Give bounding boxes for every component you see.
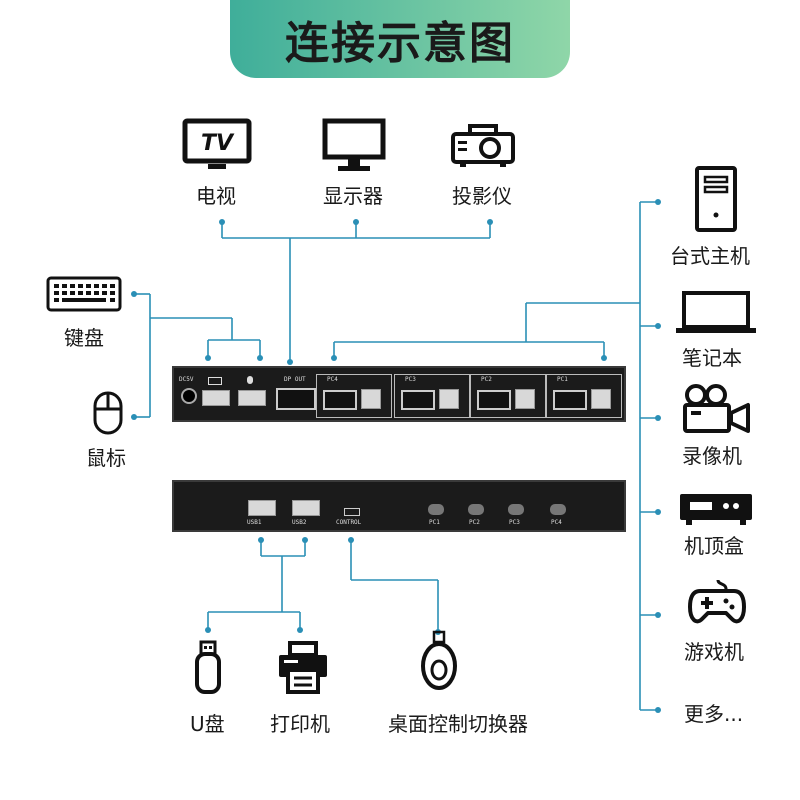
- pc-port-group-2: PC2: [470, 374, 546, 418]
- kvm-rear-panel: DC5V DP OUT PC4 PC3 PC2 PC1: [172, 366, 626, 422]
- pc-port-group-4: PC4: [316, 374, 392, 418]
- output-label-projector: 投影仪: [452, 184, 512, 208]
- source-label-laptop: 笔记本: [682, 346, 742, 370]
- keyboard-icon: [46, 276, 122, 316]
- pc3-button-label: PC3: [509, 519, 520, 526]
- output-label-tv: 电视: [196, 184, 236, 208]
- mouse-port-icon: [247, 376, 253, 384]
- mouse-icon: [92, 390, 124, 440]
- pc1-button[interactable]: [428, 504, 444, 515]
- pc2-button-label: PC2: [469, 519, 480, 526]
- usb1-label: USB1: [247, 519, 262, 526]
- rear-usb-port-keyboard: [202, 390, 230, 406]
- dc-jack: [181, 388, 197, 404]
- pc4-button[interactable]: [550, 504, 566, 515]
- laptop-icon: [674, 290, 758, 340]
- peripheral-label-mouse: 鼠标: [86, 446, 126, 470]
- source-label-more: 更多...: [684, 702, 744, 726]
- source-label-game-console: 游戏机: [684, 640, 744, 664]
- pc4-button-label: PC4: [551, 519, 562, 526]
- usb-device-label-printer: 打印机: [270, 712, 330, 736]
- front-usb-port-1: [248, 500, 276, 516]
- dp-out-label: DP OUT: [284, 376, 306, 383]
- control-label: CONTROL: [336, 519, 362, 526]
- usb-device-label-desktop-switch: 桌面控制切换器: [388, 712, 528, 736]
- remote-switch-icon: [420, 630, 458, 696]
- usb2-label: USB2: [292, 519, 307, 526]
- kvm-front-panel: USB1 USB2 CONTROL PC1 PC2 PC3 PC4: [172, 480, 626, 532]
- dc-label: DC5V: [179, 376, 194, 383]
- keyboard-port-icon: [208, 377, 222, 385]
- set-top-box-icon: [678, 490, 754, 532]
- peripheral-label-keyboard: 键盘: [64, 326, 104, 350]
- tv-icon: TV: [182, 118, 252, 178]
- pc1-button-label: PC1: [429, 519, 440, 526]
- printer-icon: [276, 640, 330, 700]
- pc3-button[interactable]: [508, 504, 524, 515]
- title-banner: 连接示意图: [230, 0, 570, 78]
- source-label-camcorder: 录像机: [682, 444, 742, 468]
- page-title: 连接示意图: [285, 18, 515, 69]
- projector-icon: [450, 124, 516, 174]
- pc-port-group-3: PC3: [394, 374, 470, 418]
- source-label-set-top-box: 机顶盒: [684, 534, 744, 558]
- output-label-monitor: 显示器: [323, 184, 383, 208]
- control-port: [344, 508, 360, 516]
- desktop-tower-icon: [694, 165, 738, 237]
- front-usb-port-2: [292, 500, 320, 516]
- pc-port-group-1: PC1: [546, 374, 622, 418]
- usb-device-label-flash-drive: U盘: [190, 712, 225, 736]
- rear-usb-port-mouse: [238, 390, 266, 406]
- video-camera-icon: [682, 383, 752, 439]
- usb-drive-icon: [194, 640, 222, 700]
- pc2-button[interactable]: [468, 504, 484, 515]
- svg-text:TV: TV: [201, 131, 235, 156]
- monitor-icon: [322, 118, 388, 178]
- gamepad-icon: [688, 577, 746, 631]
- source-label-desktop: 台式主机: [670, 244, 750, 268]
- dp-out-port: [276, 388, 316, 410]
